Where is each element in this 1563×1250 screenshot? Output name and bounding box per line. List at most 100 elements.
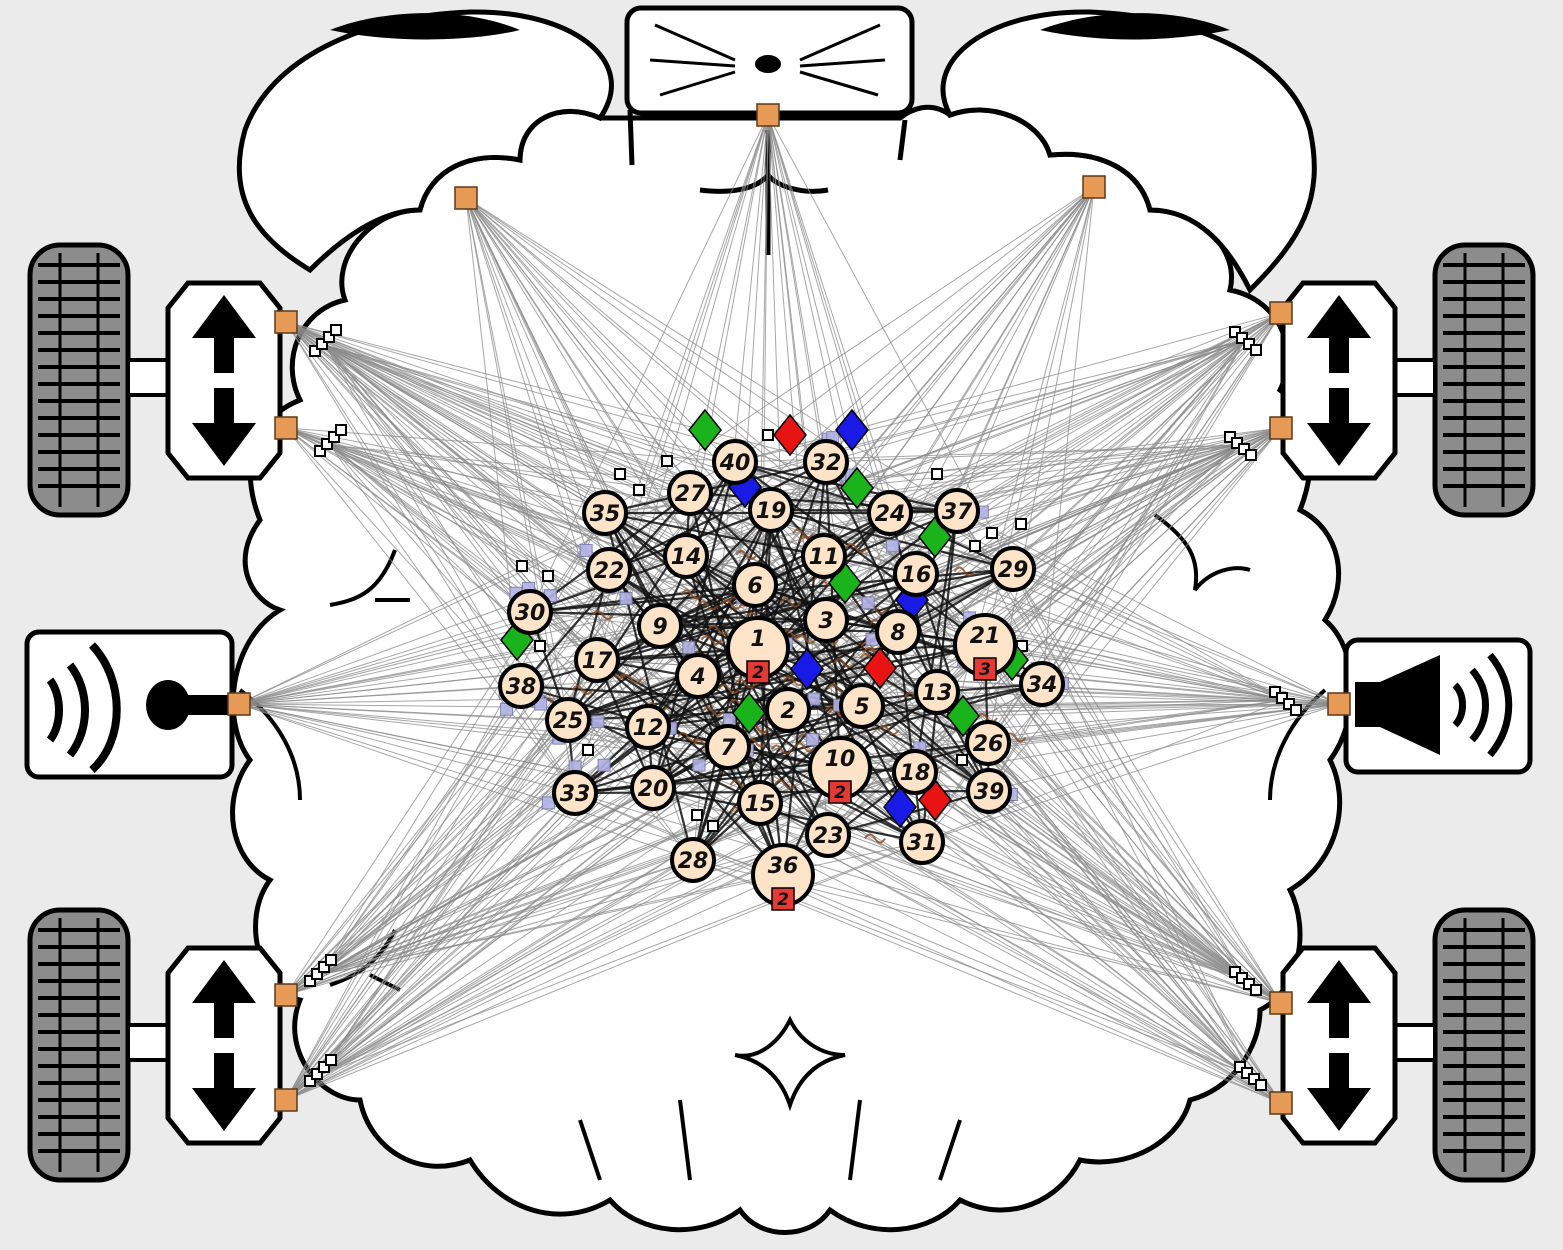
neuron-label: 40 [719,451,751,476]
neuron-node: 26 [965,720,1011,766]
neuron-label: 10 [825,747,856,772]
neuron-label: 6 [747,574,762,599]
neuron-label: 16 [901,563,932,588]
neuron-badge [746,660,770,684]
neuron-node: 18 [892,749,938,795]
synapse-marker [956,754,968,766]
neuron-label: 35 [590,502,621,527]
synapse-marker [314,445,326,457]
neuron-label: 5 [854,695,869,720]
sensor-port [227,692,251,716]
neuron-node: 40 [712,439,758,485]
neuron-label: 32 [811,451,842,476]
neuron-node: 28 [670,837,716,883]
neuron-node: 24 [867,490,913,536]
synapse-marker [762,429,774,441]
neuron-label: 12 [633,716,664,741]
synapse-marker [330,324,342,336]
synapse-marker [707,820,719,832]
sensor-port [274,416,298,440]
neuron-label: 28 [678,849,709,874]
synapse-marker [516,560,528,572]
synapse-marker [318,961,330,973]
sensor-port [1269,1091,1293,1115]
neuron-label: 23 [813,824,844,849]
neuron-label: 3 [818,609,833,634]
neuron-node: 8 [875,609,921,655]
sensor-port [274,983,298,1007]
neuron-label: 36 [768,854,799,879]
blue-diamond-marker [835,408,869,452]
neuron-label: 9 [652,615,667,640]
sensor-port [274,1088,298,1112]
neuron-network: 1223456789102111213141516171819202132223… [498,439,1065,911]
synapse-marker [691,809,703,821]
motor-arrows-icon [165,945,283,1146]
neuron-node: 5 [839,683,885,729]
neuron-node: 27 [667,470,713,516]
synapse-marker [633,484,645,496]
wheel-icon [27,242,283,518]
neuron-badge-label: 2 [834,783,846,803]
sensor-port [1327,692,1351,716]
green-diamond-marker [840,466,874,510]
synapse-marker [969,540,981,552]
neuron-label: 29 [998,558,1029,583]
wheel-icon [1280,907,1536,1183]
neuron-badge [828,780,852,804]
eye-icon [236,9,614,274]
neuron-badge [973,657,997,681]
eye-icon [940,9,1317,295]
sensor-port [1269,416,1293,440]
neuron-label: 18 [900,761,931,786]
neuron-node: 7 [705,724,751,770]
sensor-port [1082,175,1106,199]
neuron-label: 13 [922,681,953,706]
neuron-label: 31 [907,831,938,856]
nose-icon [624,5,915,116]
synapse-marker [1250,344,1262,356]
neuron-node: 16 [893,551,939,597]
synapse-marker [1290,704,1302,716]
neuron-node: 23 [805,812,851,858]
neuron-badge-label: 3 [979,660,991,680]
neuron-label: 39 [974,780,1005,805]
neuron-node: 37 [934,488,980,534]
synapse-marker [1250,984,1262,996]
neuron-label: 25 [553,709,584,734]
red-diamond-marker [773,413,807,457]
green-diamond-marker [688,408,722,452]
sensor-port [1269,991,1293,1015]
neuron-node: 31 [899,819,945,865]
sensor-port [454,186,478,210]
microphone-icon [24,629,235,780]
neuron-label: 22 [594,559,625,584]
neuron-node: 34 [1019,661,1065,707]
neuron-node: 38 [498,663,544,709]
synapse-marker [335,424,347,436]
speaker-icon [1343,637,1533,775]
neuron-node: 213 [953,613,1017,681]
synapse-marker [304,975,316,987]
neuron-label: 30 [515,601,546,626]
synapse-marker [318,1061,330,1073]
synapse-marker [986,527,998,539]
neuron-node: 30 [507,589,553,635]
neuron-node: 12 [726,616,790,684]
neuron-node: 25 [545,697,591,743]
neuron-label: 24 [875,502,906,527]
neuron-node: 39 [966,768,1012,814]
sensor-ports [227,103,1351,1115]
neuron-label: 34 [1027,673,1058,698]
neuron-node: 9 [637,603,683,649]
neuron-badge-label: 2 [777,890,789,910]
neuron-node: 17 [574,637,620,683]
synapse-marker [325,1054,337,1066]
neuron-node: 11 [801,533,847,579]
neuron-label: 11 [809,545,840,570]
synapse-marker [582,744,594,756]
neuron-label: 37 [942,500,973,525]
neuron-node: 35 [582,490,628,536]
neuron-node: 20 [630,765,676,811]
synapse-marker [311,1068,323,1080]
